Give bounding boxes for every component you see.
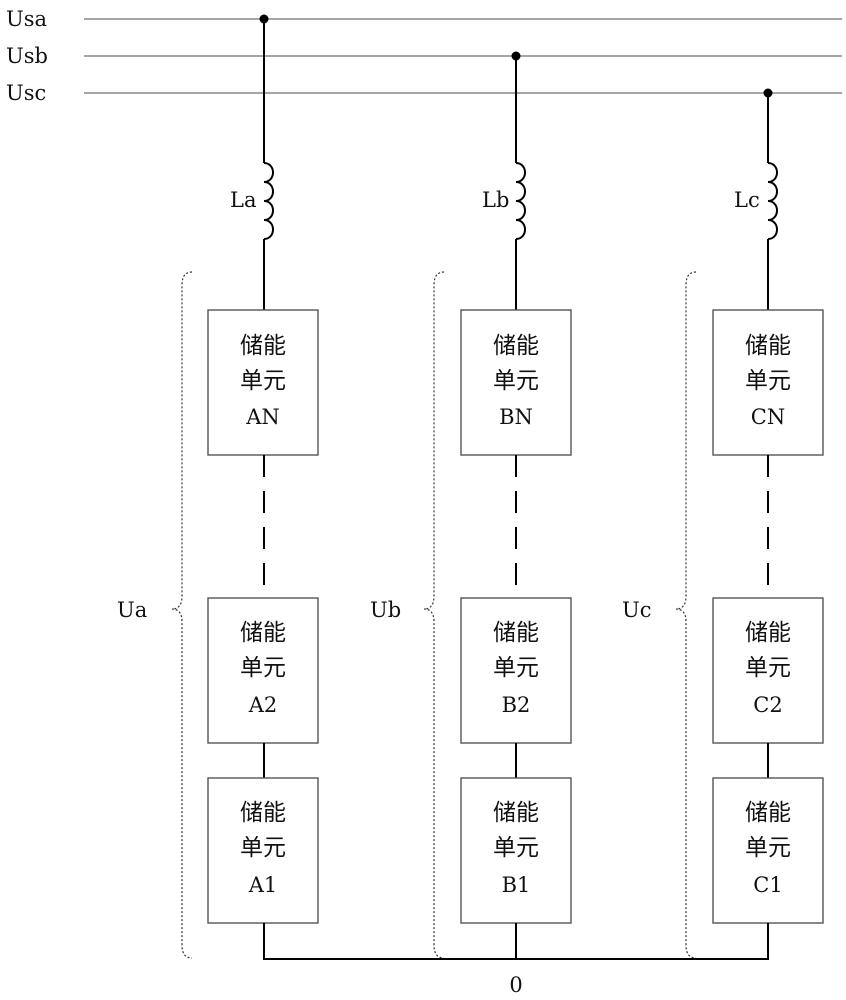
svg-text:单元: 单元 [745,368,791,394]
svg-text:储能: 储能 [493,620,539,646]
voltage-label-c: Uc [622,598,651,622]
svg-text:单元: 单元 [745,655,791,681]
storage-unit-c1 [712,777,824,924]
voltage-label-b: Ub [370,598,401,622]
svg-text:单元: 单元 [493,655,539,681]
voltage-brace-b [423,271,445,959]
svg-text:储能: 储能 [240,620,286,646]
storage-unit-c2 [712,597,824,744]
unit-id-a1: A1 [248,873,278,897]
voltage-brace-c [675,271,697,959]
bus-label-a: Usa [6,7,47,31]
inductor-label-c: Lc [734,188,760,212]
unit-id-c1: C1 [753,873,782,897]
svg-text:单元: 单元 [240,655,286,681]
unit-id-c2: C2 [753,693,782,717]
unit-id-b2: B2 [502,693,531,717]
bus-label-b: Usb [6,44,48,68]
phase-a-branch: La 储能 单元 AN 储能 单元 A2 储能 单元 A1 Ua [117,19,319,959]
svg-text:储能: 储能 [745,620,791,646]
storage-unit-bn [460,309,572,456]
storage-unit-an [207,309,319,456]
voltage-brace-a [171,271,193,959]
unit-id-a2: A2 [248,693,278,717]
phase-c-branch: Lc 储能 单元 CN 储能 单元 C2 储能 单元 C1 Uc [622,93,824,959]
svg-text:储能: 储能 [745,800,791,826]
storage-unit-a1 [207,777,319,924]
svg-text:单元: 单元 [493,368,539,394]
svg-text:单元: 单元 [240,368,286,394]
neutral-label: 0 [509,973,522,997]
storage-unit-cn [712,309,824,456]
svg-text:单元: 单元 [745,835,791,861]
svg-text:储能: 储能 [745,333,791,359]
inductor-label-b: Lb [482,188,509,212]
inductor-label-a: La [230,188,256,212]
svg-text:单元: 单元 [493,835,539,861]
svg-text:储能: 储能 [493,800,539,826]
unit-id-an: AN [245,405,280,429]
unit-id-b1: B1 [502,873,531,897]
inductor-b [515,162,526,240]
inductor-a [263,162,274,240]
storage-unit-a2 [207,597,319,744]
storage-unit-b2 [460,597,572,744]
inductor-c [767,162,778,240]
storage-unit-b1 [460,777,572,924]
unit-id-cn: CN [751,405,785,429]
svg-text:单元: 单元 [240,835,286,861]
voltage-label-a: Ua [117,598,147,622]
svg-text:储能: 储能 [493,333,539,359]
phase-b-branch: Lb 储能 单元 BN 储能 单元 B2 储能 单元 B1 Ub [370,56,572,959]
svg-text:储能: 储能 [240,333,286,359]
unit-id-bn: BN [499,405,533,429]
bus-label-c: Usc [6,81,46,105]
svg-text:储能: 储能 [240,800,286,826]
